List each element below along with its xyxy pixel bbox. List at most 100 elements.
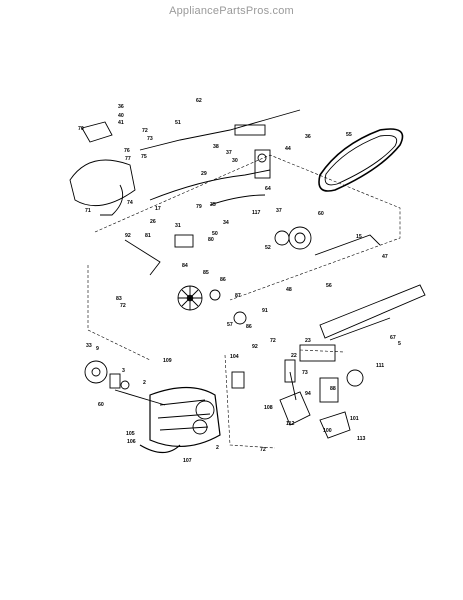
callout-47: 47 (382, 254, 388, 260)
callout-91: 91 (262, 308, 268, 314)
callout-83: 83 (116, 296, 122, 302)
bushing-111 (346, 369, 364, 387)
callout-52: 52 (265, 245, 271, 251)
callout-108: 108 (264, 405, 273, 411)
callout-62: 62 (196, 98, 202, 104)
upper-bracket (234, 124, 266, 136)
callout-35: 35 (210, 202, 216, 208)
callout-22: 22 (291, 353, 297, 359)
bracket-76 (299, 344, 336, 362)
lever-92 (124, 239, 161, 276)
callout-51: 51 (175, 120, 181, 126)
callout-64: 64 (265, 186, 271, 192)
bearing-9 (109, 373, 121, 389)
callout-106: 106 (127, 439, 136, 445)
callout-9: 9 (96, 346, 99, 352)
callout-84: 84 (182, 263, 188, 269)
gear-91 (192, 419, 208, 435)
drive-belt (318, 128, 404, 192)
callout-72: 72 (142, 128, 148, 134)
gear-90 (195, 400, 215, 420)
callout-94: 94 (305, 391, 311, 397)
pulley-60 (288, 226, 312, 250)
frame-outline-right (299, 349, 346, 353)
washer-86 (209, 289, 221, 301)
callout-72: 72 (260, 447, 266, 453)
axle (114, 389, 166, 406)
callout-88: 88 (330, 386, 336, 392)
callout-30: 30 (232, 158, 238, 164)
upper-shaft (139, 109, 301, 151)
callout-85: 85 (203, 270, 209, 276)
callout-72: 72 (120, 303, 126, 309)
callout-80: 80 (208, 237, 214, 243)
callout-77: 77 (125, 156, 131, 162)
callout-29: 29 (201, 171, 207, 177)
pulley-small (257, 153, 267, 163)
link-73 (289, 371, 297, 401)
frame-channel (319, 284, 426, 339)
frame-channel-bottom (329, 317, 391, 341)
cable-107 (139, 444, 181, 454)
shroud-panel (69, 159, 136, 207)
callout-72: 72 (270, 338, 276, 344)
callout-107: 107 (183, 458, 192, 464)
callout-86: 86 (246, 324, 252, 330)
callout-111: 111 (376, 363, 384, 369)
callout-2: 2 (216, 445, 219, 451)
hub-33 (84, 360, 108, 384)
callout-75: 75 (141, 154, 147, 160)
transmission-housing (149, 386, 221, 448)
callout-40: 40 (118, 113, 124, 119)
callout-36: 36 (118, 104, 124, 110)
callout-3: 3 (122, 368, 125, 374)
callout-36: 36 (305, 134, 311, 140)
callout-17: 17 (155, 206, 161, 212)
callout-23: 23 (305, 338, 311, 344)
callout-31: 31 (175, 223, 181, 229)
rod-47 (314, 234, 381, 256)
callout-113: 113 (357, 436, 365, 442)
callout-70: 70 (78, 126, 84, 132)
fan-impeller (177, 285, 203, 311)
bracket-101 (319, 411, 351, 439)
bracket-80 (174, 234, 194, 248)
callout-76: 76 (124, 148, 130, 154)
callout-117: 117 (252, 210, 260, 216)
pulley-52 (274, 230, 290, 246)
callout-55: 55 (346, 132, 352, 138)
shift-rod (149, 169, 271, 201)
callout-92: 92 (125, 233, 131, 239)
callout-41: 41 (118, 120, 124, 126)
callout-34: 34 (223, 220, 229, 226)
bracket-22 (284, 359, 296, 383)
callout-60: 60 (98, 402, 104, 408)
callout-56: 56 (326, 283, 332, 289)
bracket-70 (81, 121, 113, 143)
callout-37: 37 (226, 150, 232, 156)
shroud-side (100, 184, 124, 216)
callout-33: 33 (86, 343, 92, 349)
callout-109: 109 (163, 358, 172, 364)
callout-86: 86 (220, 277, 226, 283)
callout-73: 73 (147, 136, 153, 142)
callout-101: 101 (350, 416, 359, 422)
callout-81: 81 (145, 233, 151, 239)
frame-outline-left (87, 265, 151, 361)
washer-3 (120, 380, 130, 390)
callout-92: 92 (252, 344, 258, 350)
frame-outline-upper (94, 154, 401, 301)
watermark: AppliancePartsPros.com (169, 5, 294, 17)
bracket-91 (233, 311, 247, 325)
callout-79: 79 (196, 204, 202, 210)
callout-71: 71 (85, 208, 91, 214)
bracket-104 (231, 371, 245, 389)
callout-37: 37 (276, 208, 282, 214)
tension-bracket (254, 149, 271, 179)
callout-74: 74 (127, 200, 133, 206)
callout-67: 67 (390, 335, 396, 341)
callout-73: 73 (302, 370, 308, 376)
callout-104: 104 (230, 354, 239, 360)
callout-112: 112 (286, 421, 294, 427)
